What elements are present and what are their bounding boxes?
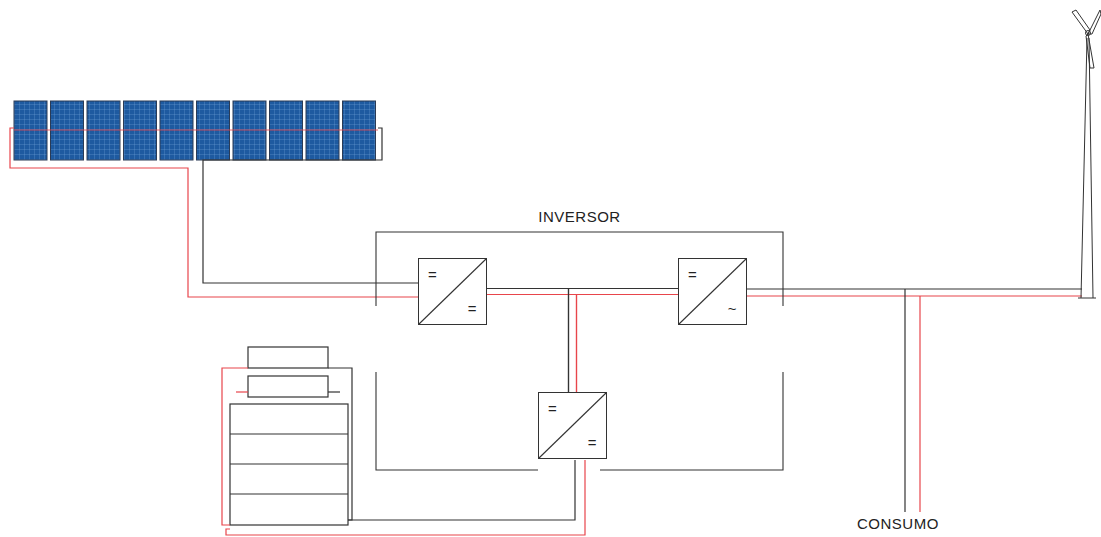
- battery-bank: [230, 347, 352, 525]
- solar-panel: [160, 101, 193, 160]
- converter-symbol: ~: [728, 301, 737, 316]
- solar-panels: [14, 101, 376, 160]
- converter-symbol: =: [468, 301, 477, 316]
- dc-dc-converter: ==: [418, 258, 487, 325]
- solar-panel: [87, 101, 120, 160]
- converter-symbol: =: [548, 401, 557, 416]
- solar-panel: [233, 101, 266, 160]
- converter-symbol: =: [688, 267, 697, 282]
- converter-symbol: =: [428, 267, 437, 282]
- pv-wires: [10, 128, 418, 297]
- solar-panel: [14, 101, 47, 160]
- battery-wire: [348, 460, 575, 520]
- battery-wires: [222, 368, 585, 535]
- solar-panel: [51, 101, 84, 160]
- solar-panel: [197, 101, 230, 160]
- converter-symbol: =: [588, 435, 597, 450]
- wire-negative: [569, 289, 679, 393]
- dc-ac-converter: =~: [678, 258, 747, 325]
- housing-line: [376, 232, 783, 306]
- solar-panel: [306, 101, 339, 160]
- dc-bus-wire: [487, 289, 678, 295]
- dc-bus-wire: [569, 289, 679, 393]
- load-label: CONSUMO: [857, 516, 939, 531]
- dc-dc-converter: ==: [538, 392, 607, 459]
- wire-positive: [487, 295, 577, 393]
- wind-turbine: [1072, 10, 1101, 298]
- solar-panel: [124, 101, 157, 160]
- wire-negative: [487, 289, 569, 393]
- ac-wires: [747, 289, 1082, 512]
- solar-panel: [343, 101, 376, 160]
- solar-panel: [270, 101, 303, 160]
- housing-line: [600, 372, 783, 470]
- dc-bus-wire: [487, 289, 577, 393]
- inverter-housing: ===~==INVERSOR: [376, 232, 783, 470]
- housing-line: [376, 372, 538, 470]
- group-heading: INVERSOR: [376, 209, 783, 224]
- wire-positive: [577, 295, 679, 393]
